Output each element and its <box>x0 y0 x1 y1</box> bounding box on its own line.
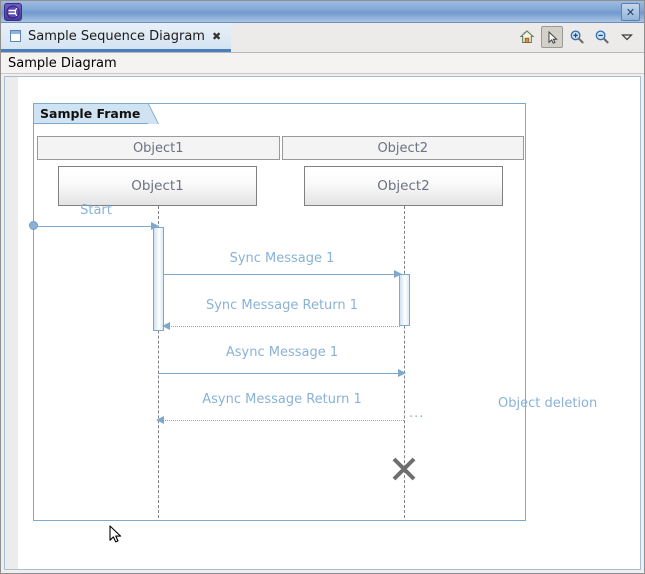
message-label: Sync Message 1 <box>229 251 335 266</box>
diagram-canvas[interactable]: Sample Frame Object1 Object2 <box>19 77 640 569</box>
arrowhead-left-icon <box>156 415 164 424</box>
message-line <box>164 274 400 275</box>
arrowhead-right-icon <box>394 269 402 278</box>
frame-label[interactable]: Sample Frame <box>34 104 150 124</box>
object-deletion-tail: ··· <box>409 410 425 425</box>
editor-area: Sample Frame Object1 Object2 <box>1 74 644 573</box>
eclipse-logo-icon <box>4 2 22 21</box>
object-box-object2[interactable]: Object2 <box>304 166 503 206</box>
message-line <box>158 373 404 374</box>
header-cell-object1[interactable]: Object1 <box>37 136 280 160</box>
frame-label-text: Sample Frame <box>40 106 141 121</box>
lifeline-header-row: Object1 Object2 <box>37 136 524 160</box>
window-close-button[interactable]: ✕ <box>621 3 640 21</box>
tab-sample-sequence-diagram[interactable]: Sample Sequence Diagram ✖ <box>1 23 248 52</box>
arrowhead-right-icon <box>151 221 159 230</box>
object-label: Object1 <box>131 178 184 194</box>
message-line <box>158 420 404 421</box>
message-line <box>164 326 400 327</box>
message-label: Sync Message Return 1 <box>205 298 359 313</box>
sequence-diagram-frame[interactable]: Sample Frame Object1 Object2 <box>29 103 597 521</box>
activation-bar-object2[interactable] <box>399 274 410 326</box>
object-label: Object2 <box>377 178 430 194</box>
header-label: Object2 <box>377 140 429 156</box>
message-line <box>34 226 156 227</box>
arrowhead-right-icon <box>398 368 406 377</box>
select-pointer-icon[interactable] <box>541 26 563 48</box>
breadcrumb-text: Sample Diagram <box>8 55 117 71</box>
message-label: Start <box>80 203 112 218</box>
object-box-object1[interactable]: Object1 <box>58 166 257 206</box>
activation-bar-object1[interactable] <box>153 227 164 331</box>
breadcrumb: Sample Diagram <box>1 53 644 74</box>
lifeline-object2 <box>404 206 405 518</box>
header-cell-object2[interactable]: Object2 <box>281 136 524 160</box>
diagram-toolbar <box>516 26 638 48</box>
diagram-canvas-outer: Sample Frame Object1 Object2 <box>4 76 641 570</box>
zoom-in-icon[interactable] <box>566 26 588 48</box>
editor-tab-bar: Sample Sequence Diagram ✖ <box>1 23 644 53</box>
mouse-pointer-icon <box>109 525 122 543</box>
zoom-out-icon[interactable] <box>591 26 613 48</box>
title-bar: ✕ <box>1 1 644 23</box>
home-icon[interactable] <box>516 26 538 48</box>
header-label: Object1 <box>132 140 184 156</box>
object-deletion-x-icon <box>392 457 416 481</box>
tab-close-icon[interactable]: ✖ <box>211 29 222 43</box>
tab-title: Sample Sequence Diagram <box>28 28 205 44</box>
found-message-origin-dot <box>29 221 38 230</box>
document-icon <box>10 30 21 42</box>
close-icon-glyph: ✕ <box>625 5 636 19</box>
message-label: Async Message Return 1 <box>202 392 362 407</box>
message-label: Async Message 1 <box>225 345 339 360</box>
lifeline-object1 <box>158 206 159 518</box>
chevron-down-icon[interactable] <box>616 26 638 48</box>
arrowhead-left-icon <box>162 321 170 330</box>
canvas-left-margin <box>5 77 19 569</box>
object-deletion-label: Object deletion <box>498 396 598 411</box>
